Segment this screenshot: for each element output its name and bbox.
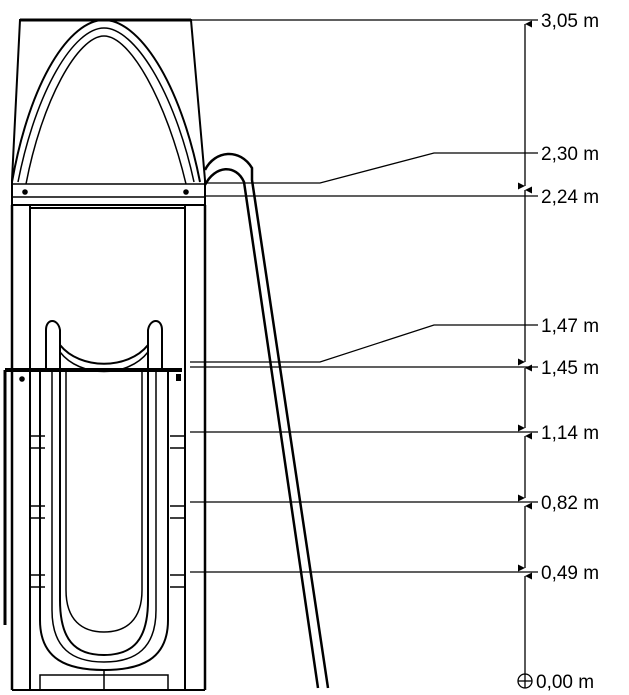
level-label-224: 2,24 m bbox=[541, 187, 599, 208]
chute-right-wall bbox=[103, 320, 163, 656]
level-labels: 3,05 m 2,30 m 2,24 m 1,47 m 1,45 m 1,14 … bbox=[536, 11, 599, 693]
level-label-145: 1,45 m bbox=[541, 358, 599, 379]
hood-arch-outer bbox=[11, 18, 201, 183]
frame-top-outline bbox=[11, 19, 206, 206]
level-label-305: 3,05 m bbox=[541, 11, 599, 32]
hood-arch-inner bbox=[25, 35, 187, 185]
hood-arch-mid bbox=[17, 27, 195, 183]
handrail bbox=[203, 152, 330, 689]
chute-left-wall bbox=[45, 320, 105, 656]
level-label-000: 0,00 m bbox=[536, 672, 594, 693]
leader-230 bbox=[205, 152, 538, 184]
leader-147 bbox=[190, 324, 538, 363]
level-label-114: 1,14 m bbox=[541, 423, 599, 444]
slide-structure bbox=[3, 18, 330, 691]
dimension-axis bbox=[190, 19, 538, 689]
level-label-147: 1,47 m bbox=[541, 316, 599, 337]
level-label-230: 2,30 m bbox=[541, 144, 599, 165]
level-label-082: 0,82 m bbox=[541, 493, 599, 514]
level-label-049: 0,49 m bbox=[541, 563, 599, 584]
